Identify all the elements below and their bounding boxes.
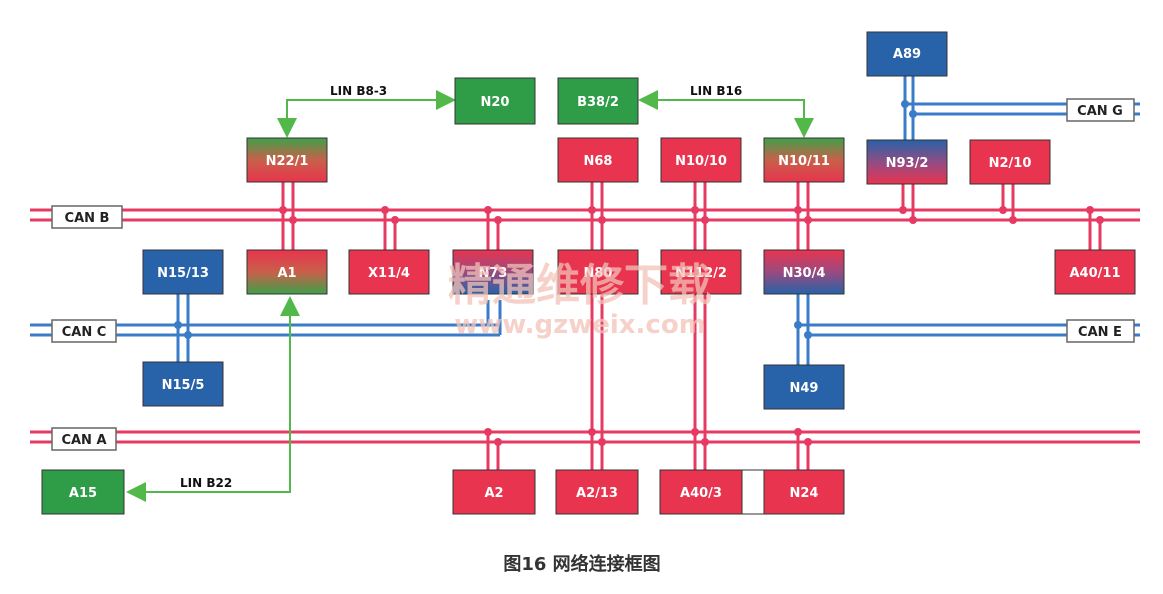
a40-3-n24-spacer bbox=[741, 469, 765, 515]
node-n22-1: N22/1 bbox=[246, 137, 328, 183]
lin-b16-line bbox=[638, 90, 814, 138]
bus-label-can-c: CAN C bbox=[51, 319, 117, 343]
node-a89-label: A89 bbox=[893, 47, 921, 62]
node-b38-2-label: B38/2 bbox=[577, 95, 619, 110]
node-n93-2-label: N93/2 bbox=[886, 156, 929, 171]
junction-dots bbox=[174, 206, 1104, 446]
node-n49: N49 bbox=[763, 364, 845, 410]
node-a2-13-label: A2/13 bbox=[576, 486, 618, 501]
node-a40-11: A40/11 bbox=[1054, 249, 1136, 295]
node-n68-label: N68 bbox=[584, 154, 613, 169]
watermark-url: www.gzweix.com bbox=[454, 310, 706, 340]
bus-label-can-c-text: CAN C bbox=[62, 325, 107, 340]
node-a2: A2 bbox=[452, 469, 536, 515]
node-x11-4: X11/4 bbox=[348, 249, 430, 295]
node-n49-label: N49 bbox=[790, 381, 819, 396]
node-n10-10: N10/10 bbox=[660, 137, 742, 183]
node-n15-13: N15/13 bbox=[142, 249, 224, 295]
bus-label-can-a: CAN A bbox=[51, 427, 117, 451]
node-a40-3: A40/3 bbox=[659, 469, 743, 515]
node-n20: N20 bbox=[454, 77, 536, 125]
node-a40-11-label: A40/11 bbox=[1070, 266, 1121, 281]
node-a15-label: A15 bbox=[69, 486, 97, 501]
node-n93-2: N93/2 bbox=[866, 139, 948, 185]
node-n10-11: N10/11 bbox=[763, 137, 845, 183]
node-n15-5-label: N15/5 bbox=[162, 378, 205, 393]
node-x11-4-label: X11/4 bbox=[368, 266, 410, 281]
node-n20-label: N20 bbox=[481, 95, 510, 110]
node-b38-2: B38/2 bbox=[557, 77, 639, 125]
node-a15: A15 bbox=[41, 469, 125, 515]
node-a1-label: A1 bbox=[277, 266, 296, 281]
node-n80: N80 bbox=[557, 249, 639, 295]
node-n2-10-label: N2/10 bbox=[989, 156, 1032, 171]
bus-label-can-g-text: CAN G bbox=[1077, 104, 1123, 119]
lin-b8-3-line bbox=[277, 90, 456, 138]
bus-label-can-b-text: CAN B bbox=[65, 211, 110, 226]
node-a2-label: A2 bbox=[484, 486, 503, 501]
lin-b22-line bbox=[126, 296, 300, 502]
node-n10-11-label: N10/11 bbox=[778, 154, 830, 169]
bus-label-can-b: CAN B bbox=[51, 205, 123, 229]
lin-b16-label: LIN B16 bbox=[690, 84, 742, 98]
node-a89: A89 bbox=[866, 31, 948, 77]
node-n80-label: N80 bbox=[584, 266, 613, 281]
bus-connectors bbox=[176, 180, 1102, 470]
figure-caption: 图16 网络连接框图 bbox=[503, 553, 660, 575]
node-n30-4-label: N30/4 bbox=[783, 266, 826, 281]
node-n24-label: N24 bbox=[790, 486, 819, 501]
node-n2-10: N2/10 bbox=[969, 139, 1051, 185]
node-n15-13-label: N15/13 bbox=[157, 266, 209, 281]
lin-b22-label: LIN B22 bbox=[180, 476, 232, 490]
node-n73: N73 bbox=[452, 249, 534, 295]
node-a2-13: A2/13 bbox=[555, 469, 639, 515]
bus-label-can-e-text: CAN E bbox=[1078, 325, 1122, 340]
node-a40-3-label: A40/3 bbox=[680, 486, 722, 501]
node-n73-label: N73 bbox=[479, 266, 508, 281]
node-n30-4: N30/4 bbox=[763, 249, 845, 295]
lin-b8-3-label: LIN B8-3 bbox=[330, 84, 387, 98]
bus-label-can-g: CAN G bbox=[1066, 98, 1135, 122]
node-n15-5: N15/5 bbox=[142, 361, 224, 407]
can-a-bus bbox=[30, 430, 1140, 444]
node-n68: N68 bbox=[557, 137, 639, 183]
node-n112-2: N112/2 bbox=[660, 249, 742, 295]
bus-label-can-a-text: CAN A bbox=[61, 433, 106, 448]
node-n22-1-label: N22/1 bbox=[266, 154, 309, 169]
node-a1: A1 bbox=[246, 249, 328, 295]
bus-label-can-e: CAN E bbox=[1066, 319, 1135, 343]
watermark-title: 精通维修下载 bbox=[448, 260, 712, 311]
can-b-bus bbox=[30, 208, 1140, 222]
node-n10-10-label: N10/10 bbox=[675, 154, 727, 169]
node-n112-2-label: N112/2 bbox=[675, 266, 727, 281]
node-n24: N24 bbox=[763, 469, 845, 515]
